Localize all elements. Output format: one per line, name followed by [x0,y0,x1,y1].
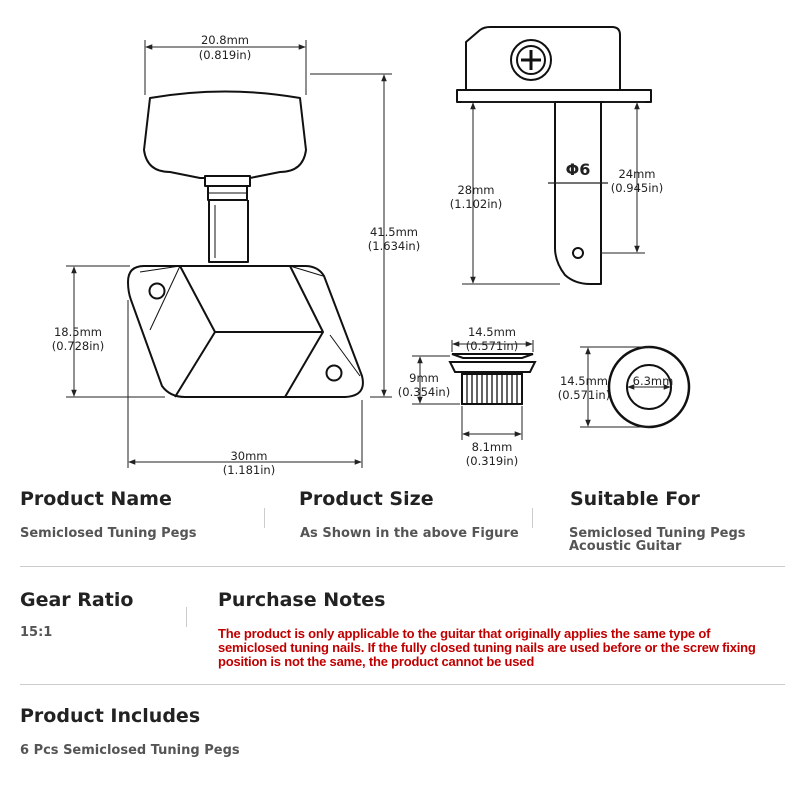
purchase-notes-line: position is not the same, the product ca… [218,654,535,669]
washer-inner-mm: 6.3mm [633,374,674,388]
product-size-value: As Shown in the above Figure [300,526,519,541]
bushing-bottom-mm: 8.1mm [472,440,513,454]
column-divider [532,508,533,528]
gear-ratio-heading: Gear Ratio [20,589,134,611]
product-name-heading: Product Name [20,488,172,510]
product-includes-value: 6 Pcs Semiclosed Tuning Pegs [20,743,240,758]
dimension-lines [66,40,671,468]
washer-outer-in: (0.571in) [558,388,610,402]
bushing-height-in: (0.354in) [398,385,450,399]
product-includes-heading: Product Includes [20,705,201,727]
suitable-for-value-1: Semiclosed Tuning Pegs [569,526,746,541]
base-height-in: (0.728in) [52,339,104,353]
tuning-peg-dimension-diagram: 20.8mm (0.819in) 41.5mm (1.634in) 18.5mm… [52,26,691,477]
purchase-notes-text: The product is only applicable to the gu… [218,627,778,669]
product-name-value: Semiclosed Tuning Pegs [20,526,197,541]
bushing-bottom-in: (0.319in) [466,454,518,468]
post-lower-mm: 24mm [618,167,655,181]
purchase-notes-heading: Purchase Notes [218,589,386,611]
suitable-for-value-2: Acoustic Guitar [569,539,682,554]
product-size-heading: Product Size [299,488,434,510]
post-length-in: (1.102in) [450,197,502,211]
knob-width-mm: 20.8mm [201,33,249,47]
total-height-in: (1.634in) [368,239,420,253]
section-divider [20,684,785,685]
gear-ratio-value: 15:1 [20,625,53,640]
base-height-mm: 18.5mm [54,325,102,339]
post-length-mm: 28mm [457,183,494,197]
column-divider [264,508,265,528]
bushing-top-mm: 14.5mm [468,325,516,339]
bushing-height-mm: 9mm [409,371,439,385]
post-side-drawing [456,26,652,285]
base-width-mm: 30mm [230,449,267,463]
suitable-for-heading: Suitable For [570,488,700,510]
total-height-mm: 41.5mm [370,225,418,239]
washer-outer-mm: 14.5mm [560,374,608,388]
dimension-labels: 20.8mm (0.819in) 41.5mm (1.634in) 18.5mm… [52,33,674,477]
bushing-top-in: (0.571in) [466,339,518,353]
purchase-notes-line: semiclosed tuning nails. If the fully cl… [218,640,756,655]
section-divider [20,566,785,567]
column-divider [186,607,187,627]
post-lower-in: (0.945in) [611,181,663,195]
post-diameter-label: Φ6 [566,160,591,179]
knob-width-in: (0.819in) [199,48,251,62]
base-width-in: (1.181in) [223,463,275,477]
purchase-notes-line: The product is only applicable to the gu… [218,626,711,641]
bushing-drawing [448,353,537,405]
tuning-peg-drawing [127,90,364,398]
